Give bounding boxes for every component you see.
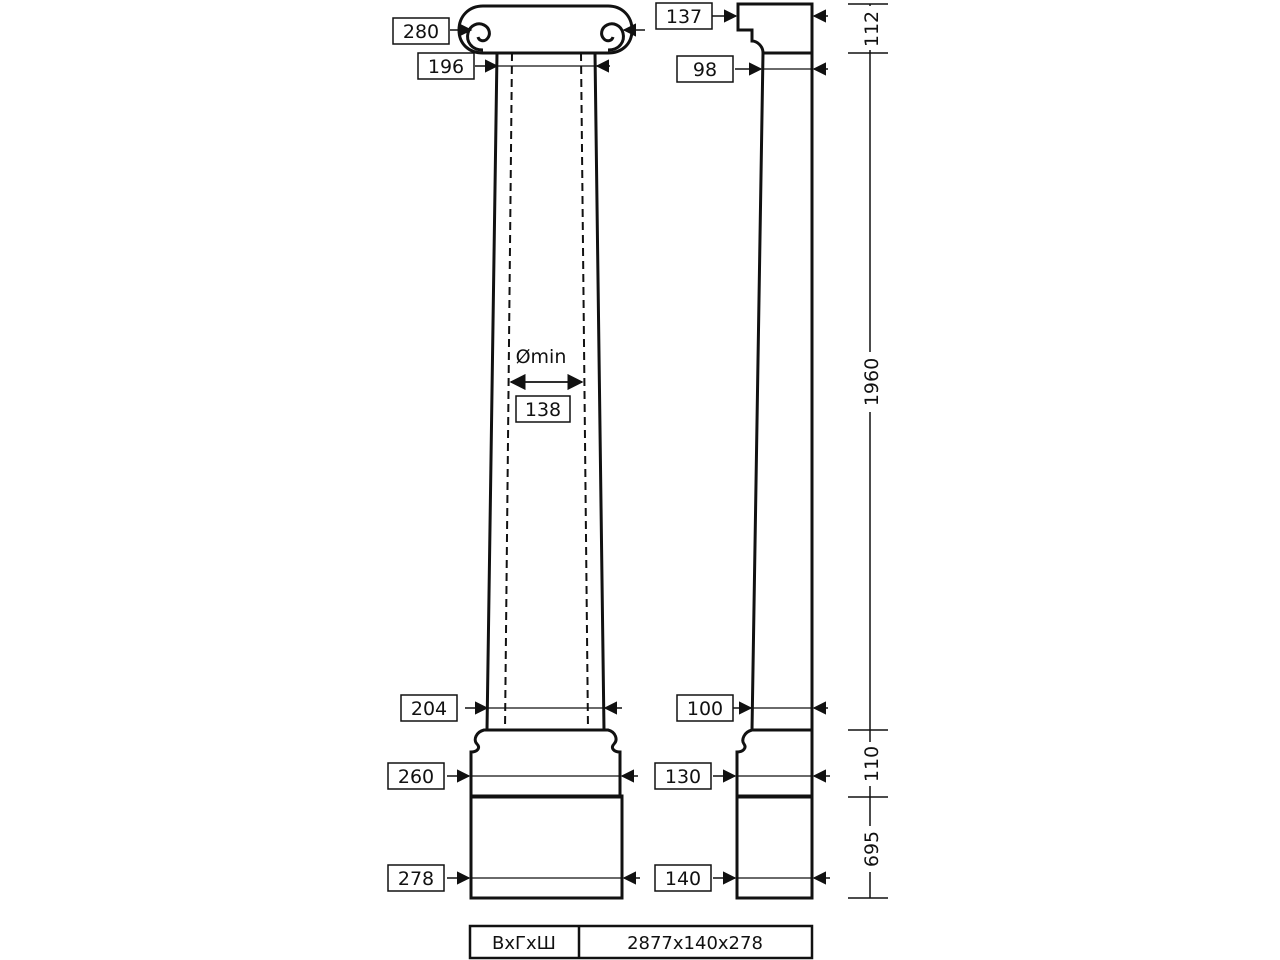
min-diameter-label: Ømin [516, 346, 567, 368]
dim-box-plinth-upper-depth [654, 762, 712, 790]
dim-box-plinth-upper-width [387, 762, 445, 790]
dim-box-min-diameter [515, 395, 571, 423]
dim-box-shaft-bottom-width [400, 694, 458, 722]
front-capital-outline [457, 4, 634, 55]
front-capital-volute-right [600, 22, 625, 52]
front-dimensions: 280 196 Ømin 138 204 260 278 [387, 17, 645, 892]
dim-neck-width: 196 [428, 56, 464, 78]
front-min-line-left [504, 52, 513, 731]
dim-box-capital-width [392, 17, 450, 45]
dim-neck-depth: 98 [693, 59, 717, 81]
dim-plinth-upper-depth: 130 [665, 766, 701, 788]
dim-capital-depth: 137 [666, 6, 702, 28]
side-base-molding [735, 728, 814, 798]
height-dimension-chain: 112 1960 110 695 [848, 3, 888, 899]
front-min-line-right [580, 52, 589, 731]
dim-box-plinth-lower-width [387, 864, 445, 892]
dim-capital-width: 280 [403, 21, 439, 43]
side-dimensions: 137 98 100 130 140 [654, 2, 830, 892]
dim-shaft-bottom-depth: 100 [687, 698, 723, 720]
overall-size-header: ВхГхШ [492, 933, 556, 954]
side-shaft-outline [750, 51, 814, 732]
dim-height-base-molding: 110 [861, 746, 883, 782]
overall-size-table: ВхГхШ 2877x140x278 [468, 924, 814, 960]
dim-plinth-lower-depth: 140 [665, 868, 701, 890]
side-capital-outline [736, 2, 814, 55]
dim-box-plinth-lower-depth [654, 864, 712, 892]
dim-height-shaft: 1960 [861, 358, 883, 406]
front-base-molding [469, 728, 622, 798]
dim-plinth-upper-width: 260 [398, 766, 434, 788]
dim-box-neck-depth [676, 55, 734, 83]
side-plinth [735, 794, 814, 900]
dim-plinth-lower-width: 278 [398, 868, 434, 890]
overall-size-value: 2877x140x278 [627, 933, 763, 954]
front-plinth [469, 794, 624, 900]
dim-min-diameter: 138 [525, 399, 561, 421]
front-view [457, 4, 634, 900]
front-capital-volute-left [466, 22, 491, 52]
dim-shaft-bottom-width: 204 [411, 698, 447, 720]
dim-box-shaft-bottom-depth [676, 694, 734, 722]
dim-box-capital-depth [655, 2, 713, 30]
dim-height-plinth: 695 [861, 831, 883, 867]
dim-box-neck-width [417, 52, 475, 80]
side-view [735, 2, 814, 900]
dim-height-capital: 112 [861, 11, 883, 47]
